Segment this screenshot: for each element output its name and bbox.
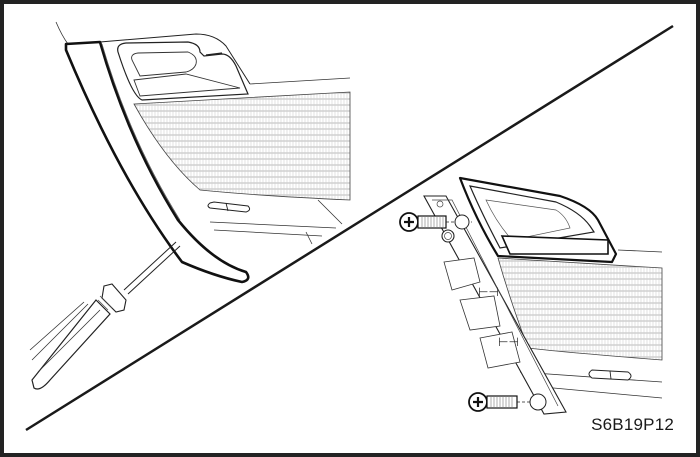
upper-left-panel — [29, 21, 351, 390]
trim-bracket: ⊢⊣ ⊢⊣ — [423, 195, 567, 415]
screw-upper-icon — [399, 212, 472, 232]
figure-label: S6B19P12 — [591, 415, 674, 434]
door-handle-bezel-icon — [458, 176, 618, 264]
screw-lower-icon — [468, 392, 547, 412]
panel-divider — [25, 24, 674, 432]
lock-switch-icon — [207, 201, 251, 213]
fabric-insert-lower — [497, 257, 663, 361]
screwdriver-icon — [29, 241, 181, 390]
svg-text:⊢⊣: ⊢⊣ — [478, 285, 499, 299]
svg-text:⊢⊣: ⊢⊣ — [498, 335, 519, 349]
trim-cover — [64, 40, 250, 284]
lock-switch-icon-lower — [588, 369, 632, 381]
lower-right-panel: ⊢⊣ ⊢⊣ — [399, 176, 663, 415]
fabric-insert — [133, 91, 351, 201]
door-handle-icon — [117, 41, 249, 101]
